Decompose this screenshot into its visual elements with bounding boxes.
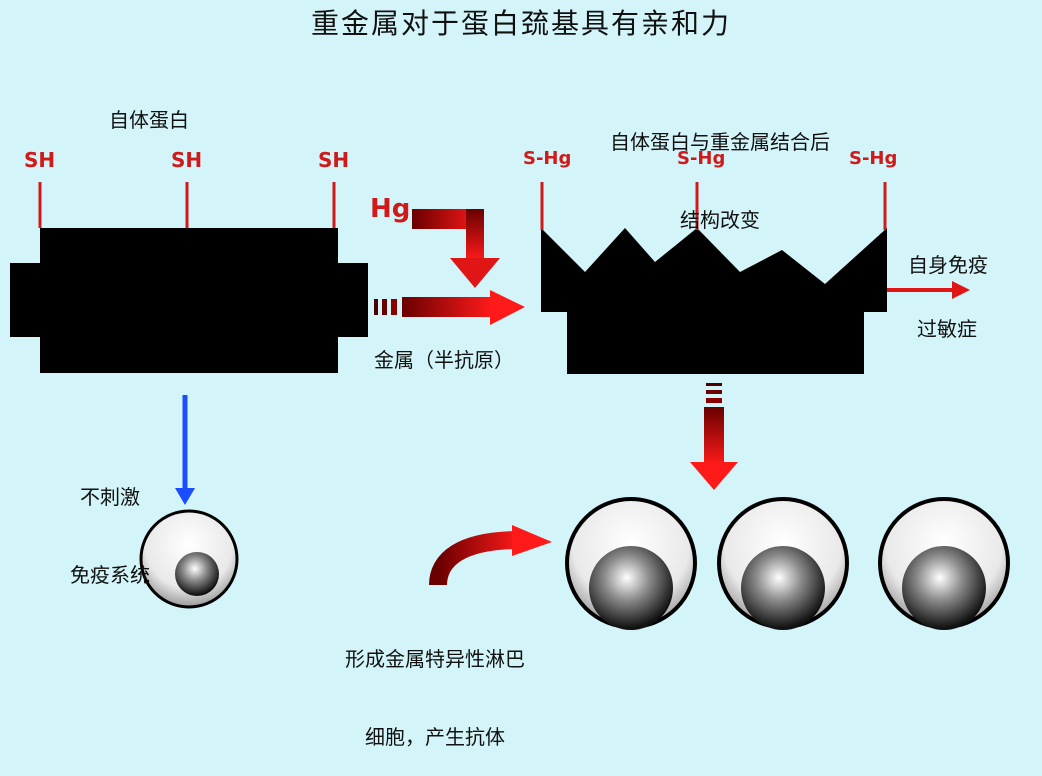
lymphocyte-label: 形成金属特异性淋巴 细胞，产生抗体 bbox=[310, 594, 560, 776]
hapten-label: 金属（半抗原） bbox=[374, 348, 514, 372]
hapten-arrow bbox=[374, 290, 525, 325]
lymphocyte-label-line1: 形成金属特异性淋巴 bbox=[345, 647, 525, 671]
down-red-arrow bbox=[690, 383, 738, 490]
diagram-canvas bbox=[10, 182, 1010, 630]
allergy-label: 过敏症 bbox=[917, 317, 977, 341]
sh-label-1: SH bbox=[24, 148, 56, 172]
no-stim-label: 不刺激 免疫系统 bbox=[50, 432, 170, 614]
right-protein-label: 自体蛋白与重金属结合后 结构改变 bbox=[560, 77, 880, 259]
lymphocyte-3 bbox=[878, 497, 1010, 630]
sh-label-3: SH bbox=[318, 148, 350, 172]
no-stim-line1: 不刺激 bbox=[80, 485, 140, 509]
autoimmune-label: 自身免疫 bbox=[908, 253, 988, 277]
left-protein bbox=[10, 182, 368, 373]
shg-label-3: S-Hg bbox=[849, 148, 898, 169]
left-protein-label: 自体蛋白 bbox=[109, 108, 189, 132]
left-protein-body bbox=[40, 228, 338, 373]
right-protein bbox=[540, 182, 887, 374]
sh-label-2: SH bbox=[171, 148, 203, 172]
title: 重金属对于蛋白巯基具有亲和力 bbox=[310, 7, 731, 40]
autoimmune-arrow bbox=[887, 281, 970, 299]
hg-label: Hg bbox=[370, 194, 411, 224]
left-protein-right-extension bbox=[333, 263, 368, 337]
right-protein-label-line1: 自体蛋白与重金属结合后 bbox=[610, 130, 830, 154]
shg-label-1: S-Hg bbox=[523, 148, 572, 169]
hg-bent-arrow bbox=[412, 209, 500, 288]
left-protein-left-extension bbox=[10, 263, 45, 337]
lymphocyte-2 bbox=[717, 497, 849, 630]
resting-cell bbox=[139, 509, 239, 609]
right-protein-label-line2: 结构改变 bbox=[680, 208, 760, 232]
right-protein-body bbox=[541, 228, 887, 374]
curved-red-arrow bbox=[429, 525, 552, 586]
lymphocyte-1 bbox=[565, 497, 697, 630]
no-stim-line2: 免疫系统 bbox=[70, 563, 150, 587]
blue-down-arrow bbox=[175, 395, 195, 505]
lymphocyte-label-line2: 细胞，产生抗体 bbox=[365, 725, 505, 749]
shg-label-2: S-Hg bbox=[677, 148, 726, 169]
